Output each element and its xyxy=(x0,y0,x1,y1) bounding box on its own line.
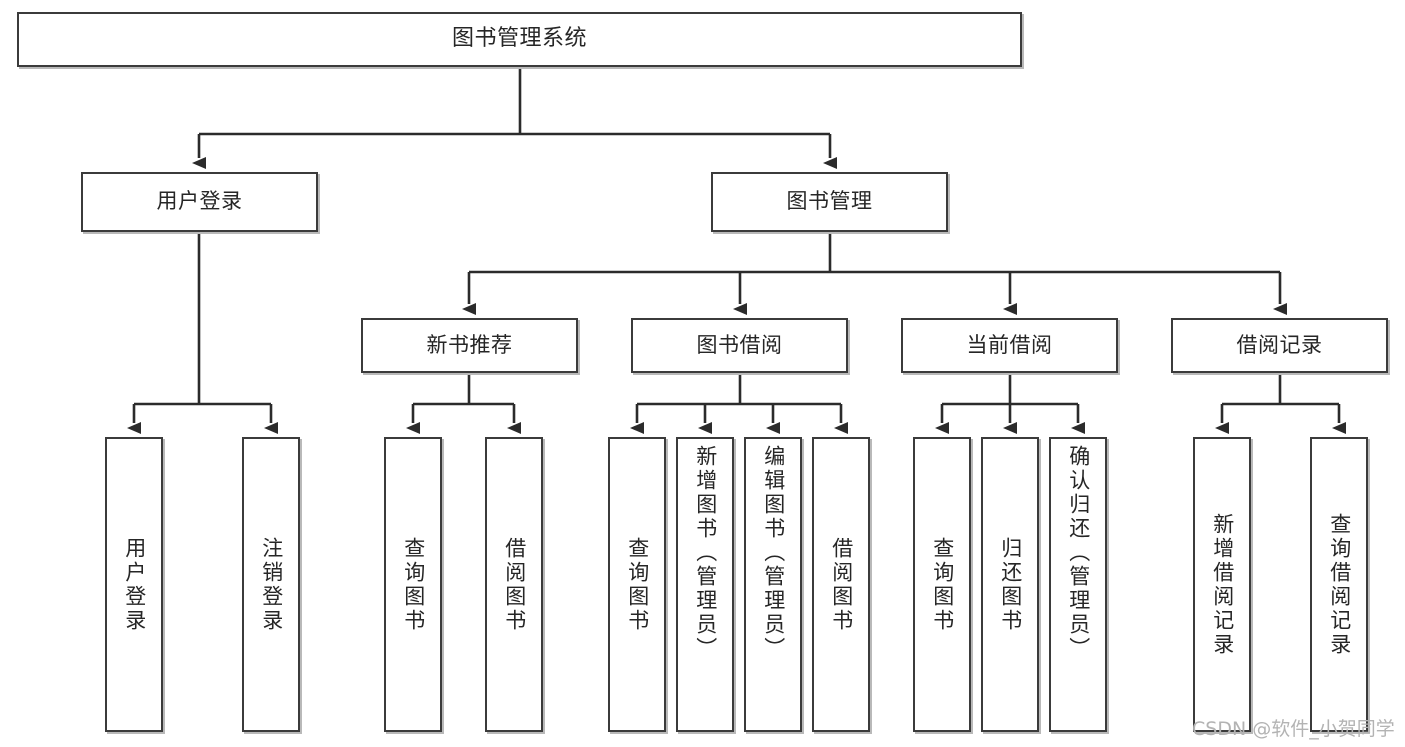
node-user-login[interactable]: 用户登录 xyxy=(81,172,318,232)
leaf-record-query[interactable]: 查询借阅记录 xyxy=(1310,437,1368,732)
node-label: 查询图书 xyxy=(930,536,955,633)
node-label: 注销登录 xyxy=(259,536,284,633)
leaf-current-return-book[interactable]: 归还图书 xyxy=(981,437,1039,732)
node-label: 查询图书 xyxy=(625,536,650,633)
node-book-management[interactable]: 图书管理 xyxy=(711,172,948,232)
leaf-record-add[interactable]: 新增借阅记录 xyxy=(1193,437,1251,732)
leaf-borrow-query-book[interactable]: 查询图书 xyxy=(608,437,666,732)
node-label: 新书推荐 xyxy=(426,332,513,357)
node-label: 编辑图书（管理员） xyxy=(761,445,786,661)
node-label: 用户登录 xyxy=(122,536,147,633)
leaf-borrow-edit-book-admin[interactable]: 编辑图书（管理员） xyxy=(744,437,802,732)
node-label: 用户登录 xyxy=(156,189,243,214)
node-label: 新增图书（管理员） xyxy=(693,445,718,661)
leaf-borrow-add-book-admin[interactable]: 新增图书（管理员） xyxy=(676,437,734,732)
node-book-borrow[interactable]: 图书借阅 xyxy=(631,318,848,373)
node-new-book-recommend[interactable]: 新书推荐 xyxy=(361,318,578,373)
node-label: 确认归还（管理员） xyxy=(1066,445,1091,661)
leaf-new-book-borrow[interactable]: 借阅图书 xyxy=(485,437,543,732)
node-label: 查询图书 xyxy=(401,536,426,633)
leaf-user-logout[interactable]: 注销登录 xyxy=(242,437,300,732)
node-label: 借阅记录 xyxy=(1236,332,1323,357)
node-label: 归还图书 xyxy=(998,536,1023,633)
node-borrow-record[interactable]: 借阅记录 xyxy=(1171,318,1388,373)
node-label: 借阅图书 xyxy=(502,536,527,633)
leaf-new-book-query[interactable]: 查询图书 xyxy=(384,437,442,732)
leaf-borrow-borrow-book[interactable]: 借阅图书 xyxy=(812,437,870,732)
node-label: 查询借阅记录 xyxy=(1327,512,1352,657)
node-root-system[interactable]: 图书管理系统 xyxy=(17,12,1022,67)
node-label: 当前借阅 xyxy=(966,332,1053,357)
node-label: 图书管理 xyxy=(786,189,873,214)
node-current-borrow[interactable]: 当前借阅 xyxy=(901,318,1118,373)
node-label: 图书借阅 xyxy=(696,332,783,357)
node-label: 借阅图书 xyxy=(829,536,854,633)
csdn-watermark: CSDN @软件_小贺同学 xyxy=(1192,718,1395,740)
leaf-user-login[interactable]: 用户登录 xyxy=(105,437,163,732)
node-label: 新增借阅记录 xyxy=(1210,512,1235,657)
node-label: 图书管理系统 xyxy=(451,26,587,52)
leaf-current-query-book[interactable]: 查询图书 xyxy=(913,437,971,732)
leaf-current-confirm-return-admin[interactable]: 确认归还（管理员） xyxy=(1049,437,1107,732)
